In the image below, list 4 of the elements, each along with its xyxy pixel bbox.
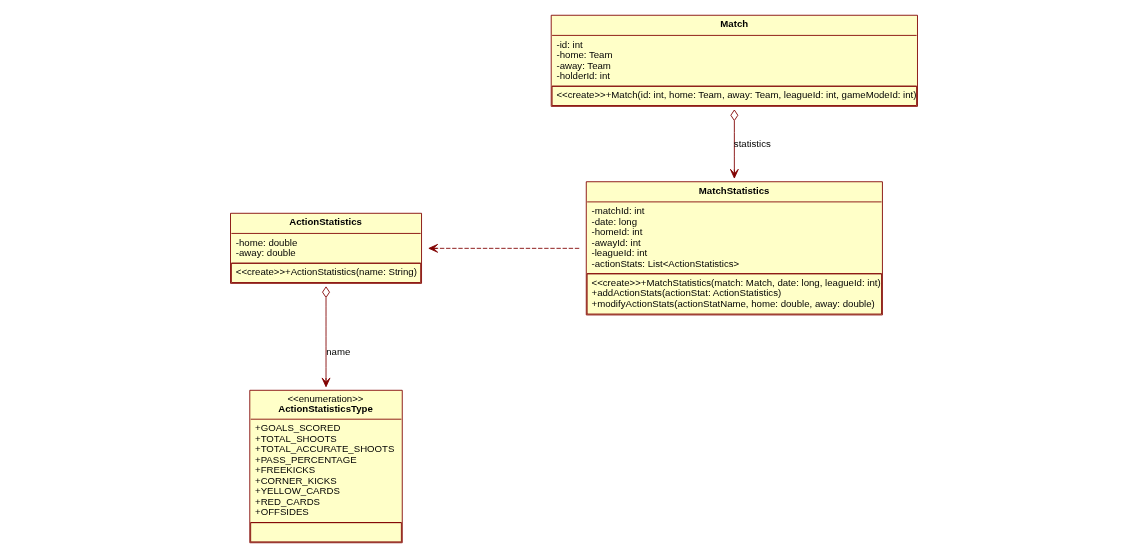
edge-label: name xyxy=(325,346,350,358)
arrow xyxy=(427,243,580,253)
arrow xyxy=(729,109,739,179)
arrow xyxy=(321,286,330,388)
